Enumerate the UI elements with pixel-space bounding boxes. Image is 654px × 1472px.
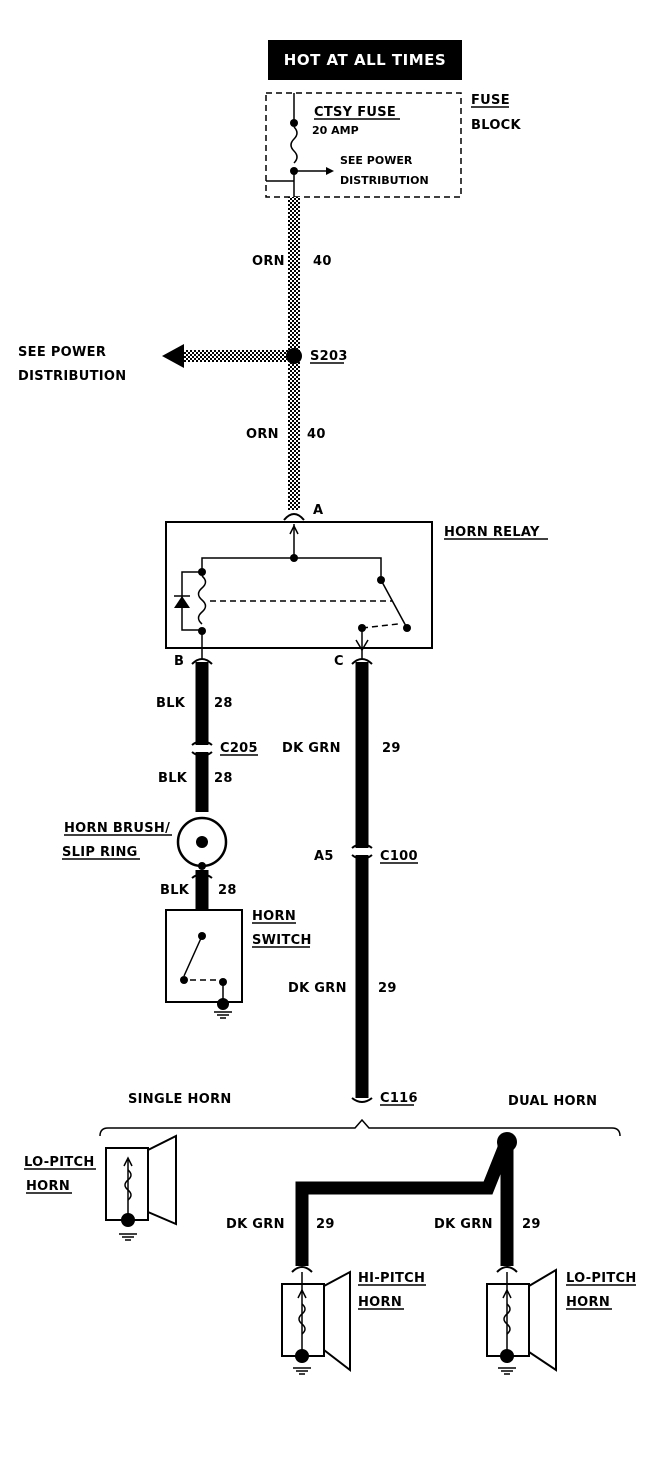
- fuse-see-power-line2: DISTRIBUTION: [340, 174, 429, 187]
- splice-see-power-line2: DISTRIBUTION: [18, 369, 126, 384]
- dkgrn-2-number: 29: [378, 981, 397, 996]
- dual-horn-wiring: DK GRN 29 DK GRN 29: [226, 1132, 541, 1273]
- blk-mid-number: 28: [214, 771, 233, 786]
- hi-pitch-horn: HI-PITCH HORN: [281, 1270, 426, 1375]
- splice-see-power-line1: SEE POWER: [18, 345, 106, 360]
- relay-pin-b: B: [174, 654, 184, 669]
- single-lo-pitch-horn: LO-PITCH HORN: [24, 1134, 177, 1241]
- orn-lower-color: ORN: [246, 427, 279, 442]
- lo-pitch-horn: LO-PITCH HORN: [486, 1268, 637, 1375]
- fuse-name: CTSY FUSE: [314, 105, 396, 120]
- blk-upper-color: BLK: [156, 696, 186, 711]
- fuse-block: CTSY FUSE 20 AMP SEE POWER DISTRIBUTION …: [265, 92, 522, 198]
- blk-lower-number: 28: [218, 883, 237, 898]
- splice-s203: S203 SEE POWER DISTRIBUTION: [18, 344, 348, 384]
- c100-label: C100: [380, 849, 418, 864]
- fuse-block-label-line2: BLOCK: [471, 118, 522, 133]
- connector-c116: C116 SINGLE HORN DUAL HORN: [99, 1091, 621, 1137]
- fuse-rating: 20 AMP: [312, 124, 359, 137]
- blk-upper-number: 28: [214, 696, 233, 711]
- dkgrn-1-color: DK GRN: [282, 741, 341, 756]
- dual-horn-section-label: DUAL HORN: [508, 1094, 597, 1109]
- dkgrn-hi-color: DK GRN: [226, 1217, 285, 1232]
- dkgrn-lo-color: DK GRN: [434, 1217, 493, 1232]
- horn-switch-label-line2: SWITCH: [252, 933, 312, 948]
- connector-c205: C205: [220, 741, 258, 756]
- dkgrn-hi-number: 29: [316, 1217, 335, 1232]
- single-horn-section-label: SINGLE HORN: [128, 1092, 232, 1107]
- orn-lower-number: 40: [307, 427, 326, 442]
- dkgrn-2-color: DK GRN: [288, 981, 347, 996]
- orn-upper-color: ORN: [252, 254, 285, 269]
- dkgrn-lo-number: 29: [522, 1217, 541, 1232]
- hi-pitch-label-line1: HI-PITCH: [358, 1271, 425, 1286]
- relay-pin-a: A: [313, 503, 323, 518]
- relay-name: HORN RELAY: [444, 525, 540, 540]
- blk-lower-color: BLK: [160, 883, 190, 898]
- c116-label: C116: [380, 1091, 418, 1106]
- orn-upper-number: 40: [313, 254, 332, 269]
- dkgrn-29-wire: DK GRN 29 DK GRN 29: [282, 662, 401, 1103]
- horn-brush-slip-ring: HORN BRUSH/ SLIP RING: [62, 816, 228, 870]
- single-lo-label-line2: HORN: [26, 1179, 70, 1194]
- splice-name: S203: [310, 349, 348, 364]
- hot-at-all-times-banner: HOT AT ALL TIMES: [268, 40, 462, 80]
- relay-pin-c: C: [334, 654, 344, 669]
- c205-label: C205: [220, 741, 258, 756]
- lo-pitch-label-line1: LO-PITCH: [566, 1271, 637, 1286]
- lo-pitch-label-line2: HORN: [566, 1295, 610, 1310]
- blk-mid-color: BLK: [158, 771, 188, 786]
- fuse-see-power-line1: SEE POWER: [340, 154, 413, 167]
- horn-brush-label-line2: SLIP RING: [62, 845, 138, 860]
- blk-28-wire: BLK 28 BLK 28 BLK 28: [156, 662, 237, 910]
- connector-c100: A5 C100: [314, 849, 418, 864]
- horn-relay: A HORN RELAY B C: [165, 503, 548, 669]
- single-lo-label-line1: LO-PITCH: [24, 1155, 95, 1170]
- horn-switch: HORN SWITCH: [165, 909, 312, 1019]
- dkgrn-1-number: 29: [382, 741, 401, 756]
- horn-switch-label-line1: HORN: [252, 909, 296, 924]
- horn-brush-label-line1: HORN BRUSH/: [64, 821, 170, 836]
- hi-pitch-label-line2: HORN: [358, 1295, 402, 1310]
- fuse-block-label-line1: FUSE: [471, 93, 510, 108]
- c100-pin: A5: [314, 849, 334, 864]
- banner-text: HOT AT ALL TIMES: [284, 51, 446, 69]
